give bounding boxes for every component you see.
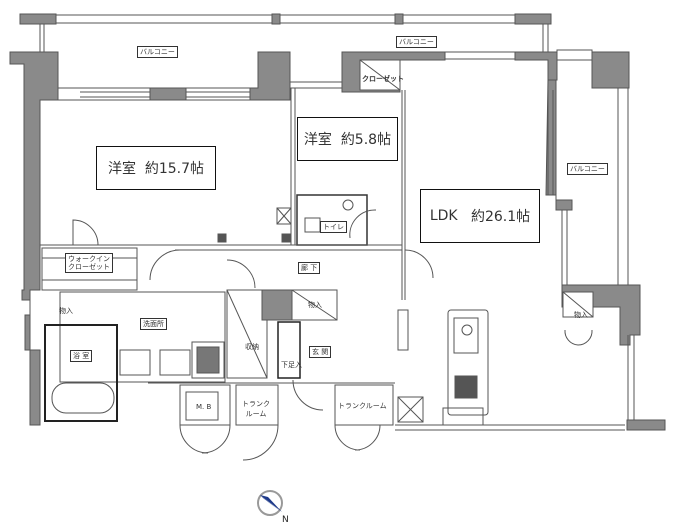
storage-label: 物入 [574,311,588,319]
trunk-room-label: トランクルーム [338,402,387,410]
balcony-label: バルコニー [137,46,178,59]
balcony-label: バルコニー [567,163,608,176]
storage-label: 物入 [308,301,322,309]
room-label-western-room-5-8: 洋室 約5.8帖 [297,117,398,161]
shoe-box-label: 下足入 [281,361,302,369]
compass-north-icon: N [257,490,289,525]
trunk-room-label: トランク ルーム [242,400,270,418]
walk-in-closet-label: ウォークイン クローゼット [65,253,113,274]
room-area: 約26.1帖 [470,209,531,225]
corridor-label: 廊 下 [298,262,321,275]
toilet-label: トイレ [320,221,347,234]
room-name: LDK [429,208,458,224]
storage-label: 物入 [59,307,73,315]
entrance-label: 玄 関 [309,346,332,359]
closet-label: クローゼット [362,75,404,83]
washroom-label: 洗面所 [140,318,167,331]
balcony-label: バルコニー [396,36,437,49]
svg-text:N: N [282,515,289,525]
storage-closet-label: 収納 [245,343,259,351]
wall-block [19,13,57,25]
room-label-western-room-15-7: 洋室 約15.7帖 [96,146,216,190]
room-area: 約15.7帖 [144,161,205,177]
room-name: 洋室 [303,132,332,148]
room-name: 洋室 [107,161,136,177]
room-label-ldk: LDK 約26.1帖 [420,189,540,243]
mb-label: M. B [196,403,212,411]
bathroom-label: 浴 室 [70,350,93,363]
room-area: 約5.8帖 [340,132,392,148]
